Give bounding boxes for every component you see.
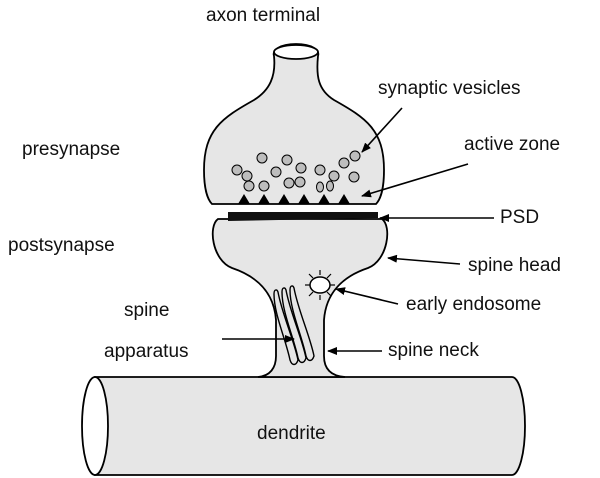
label-spine-head: spine head	[468, 256, 561, 275]
axon-terminal-opening	[274, 45, 318, 59]
label-dendrite: dendrite	[257, 424, 326, 443]
label-active-zone: active zone	[464, 135, 560, 154]
label-spine: spine	[124, 301, 169, 320]
label-apparatus: apparatus	[104, 342, 189, 361]
arrow-spine-head	[388, 258, 460, 264]
early-endosome-shape	[305, 270, 335, 300]
label-psd: PSD	[500, 208, 539, 227]
label-synaptic-vesicles: synaptic vesicles	[378, 79, 521, 98]
arrow-early-endosome	[336, 289, 398, 304]
label-early-endosome: early endosome	[406, 295, 541, 314]
label-presynapse: presynapse	[22, 140, 120, 159]
label-spine-neck: spine neck	[388, 341, 479, 360]
label-postsynapse: postsynapse	[8, 236, 115, 255]
label-axon-terminal: axon terminal	[206, 6, 320, 25]
